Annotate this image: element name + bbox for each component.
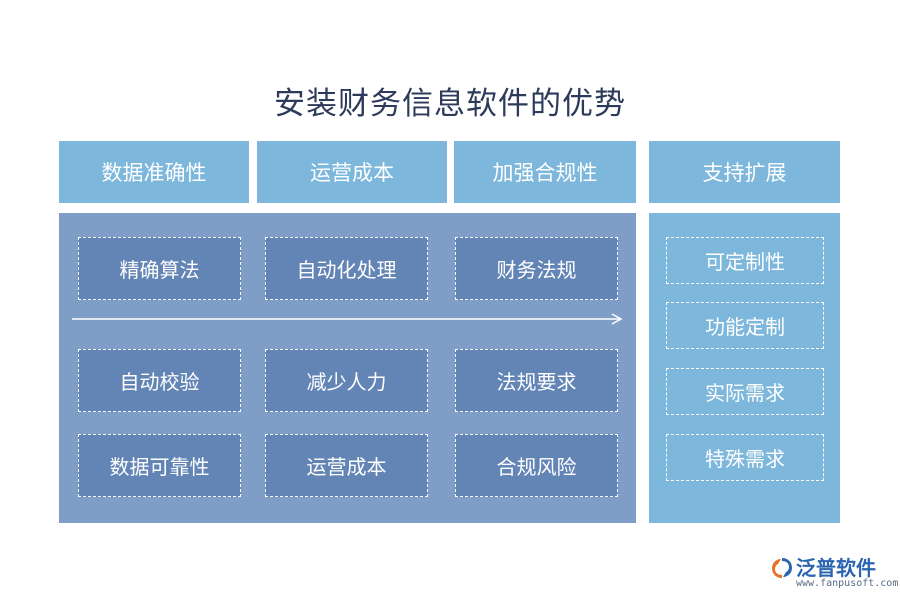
grid-box: 法规要求 bbox=[455, 349, 618, 412]
flow-arrow bbox=[72, 313, 623, 325]
logo-swirl-icon bbox=[772, 558, 792, 578]
header-extension-support: 支持扩展 bbox=[649, 141, 840, 203]
list-box: 可定制性 bbox=[666, 237, 824, 284]
grid-box: 合规风险 bbox=[455, 434, 618, 497]
grid-box: 精确算法 bbox=[78, 237, 241, 300]
list-box: 实际需求 bbox=[666, 368, 824, 415]
logo-name: 泛普软件 bbox=[796, 556, 876, 580]
header-data-accuracy: 数据准确性 bbox=[59, 141, 249, 203]
header-compliance: 加强合规性 bbox=[454, 141, 636, 203]
grid-box: 自动校验 bbox=[78, 349, 241, 412]
grid-box: 减少人力 bbox=[265, 349, 428, 412]
list-box: 功能定制 bbox=[666, 302, 824, 349]
list-box: 特殊需求 bbox=[666, 434, 824, 481]
left-panel: 精确算法 自动化处理 财务法规 自动校验 减少人力 法规要求 数据可靠性 运营成… bbox=[59, 213, 636, 523]
brand-logo: 泛普软件 www.fanpusoft.com bbox=[770, 552, 899, 596]
logo-url: www.fanpusoft.com bbox=[796, 578, 899, 589]
header-operating-cost: 运营成本 bbox=[257, 141, 447, 203]
grid-box: 自动化处理 bbox=[265, 237, 428, 300]
right-panel: 可定制性 功能定制 实际需求 特殊需求 bbox=[649, 213, 840, 523]
grid-box: 财务法规 bbox=[455, 237, 618, 300]
page-title: 安装财务信息软件的优势 bbox=[274, 86, 626, 122]
grid-box: 数据可靠性 bbox=[78, 434, 241, 497]
grid-box: 运营成本 bbox=[265, 434, 428, 497]
